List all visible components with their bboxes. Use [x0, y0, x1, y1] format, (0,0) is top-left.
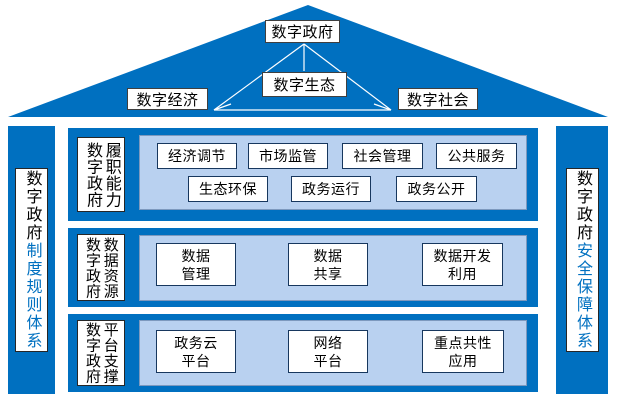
right-pillar-text-black: 数字政府	[574, 170, 591, 242]
roof-box-digital-economy: 数字经济	[127, 88, 208, 110]
box-data-development: 数据开发利用	[422, 243, 503, 286]
left-pillar-text-accent: 制度规则体系	[23, 242, 41, 350]
right-pillar-text-accent: 安全保障体系	[574, 242, 591, 350]
row2-label-col1: 数字政府	[84, 236, 101, 299]
box-gov-cloud-platform: 政务云平台	[156, 330, 236, 373]
roof-triangle	[8, 5, 608, 117]
box-government-operation: 政务运行	[291, 176, 371, 202]
row2-label-col2: 数据资源	[101, 236, 119, 299]
row1-label-col1: 数字政府	[84, 141, 101, 208]
roof-box-digital-society: 数字社会	[398, 88, 478, 110]
row3-label-col1: 数字政府	[84, 322, 101, 384]
row-platform-support-label: 数字政府 平台支撑	[77, 320, 125, 386]
row1-label-col2: 履职能力	[102, 141, 120, 208]
left-pillar-text-black: 数字政府	[23, 170, 41, 242]
row3-label-col2: 平台支撑	[101, 322, 119, 384]
roof-connector-lines	[213, 43, 392, 111]
box-public-service: 公共服务	[436, 143, 517, 169]
box-network-platform: 网络平台	[288, 330, 368, 373]
box-social-management: 社会管理	[342, 143, 423, 169]
box-market-supervision: 市场监管	[248, 143, 328, 169]
box-data-management: 数据管理	[156, 243, 236, 286]
box-government-disclosure: 政务公开	[396, 176, 477, 202]
box-key-common-applications: 重点共性应用	[422, 330, 504, 373]
roof-box-digital-ecology: 数字生态	[262, 72, 347, 97]
box-economic-regulation: 经济调节	[157, 143, 237, 169]
row-data-resources-label: 数字政府 数据资源	[77, 234, 125, 301]
roof-box-digital-government: 数字政府	[265, 20, 340, 43]
right-pillar: 数字政府安全保障体系	[556, 126, 608, 394]
box-data-sharing: 数据共享	[288, 243, 368, 286]
left-pillar: 数字政府制度规则体系	[8, 126, 55, 394]
left-pillar-label: 数字政府制度规则体系	[15, 168, 48, 352]
box-ecological-protection: 生态环保	[188, 176, 268, 202]
row-duty-capability-label: 数字政府 履职能力	[77, 137, 125, 212]
right-pillar-label: 数字政府安全保障体系	[565, 168, 599, 352]
